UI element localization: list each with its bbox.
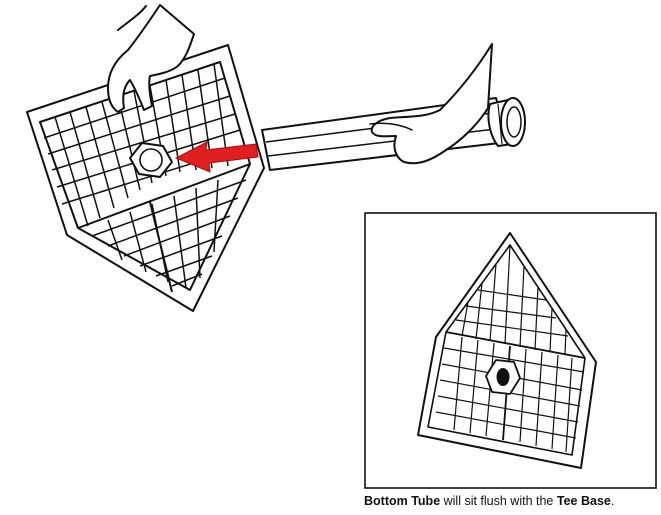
caption-middle: will sit flush with the — [440, 494, 557, 508]
hand-icon — [107, 4, 195, 113]
tee-base-flat — [417, 232, 597, 469]
arrow-icon — [174, 141, 259, 173]
instruction-caption: Bottom Tube will sit flush with the Tee … — [364, 494, 660, 508]
hand-icon — [369, 43, 493, 165]
caption-bottom-tube: Bottom Tube — [364, 494, 441, 508]
tee-base-tilted — [26, 44, 265, 312]
caption-tee-base: Tee Base — [556, 494, 611, 508]
inset-frame — [364, 212, 657, 489]
caption-period: . — [610, 494, 615, 508]
